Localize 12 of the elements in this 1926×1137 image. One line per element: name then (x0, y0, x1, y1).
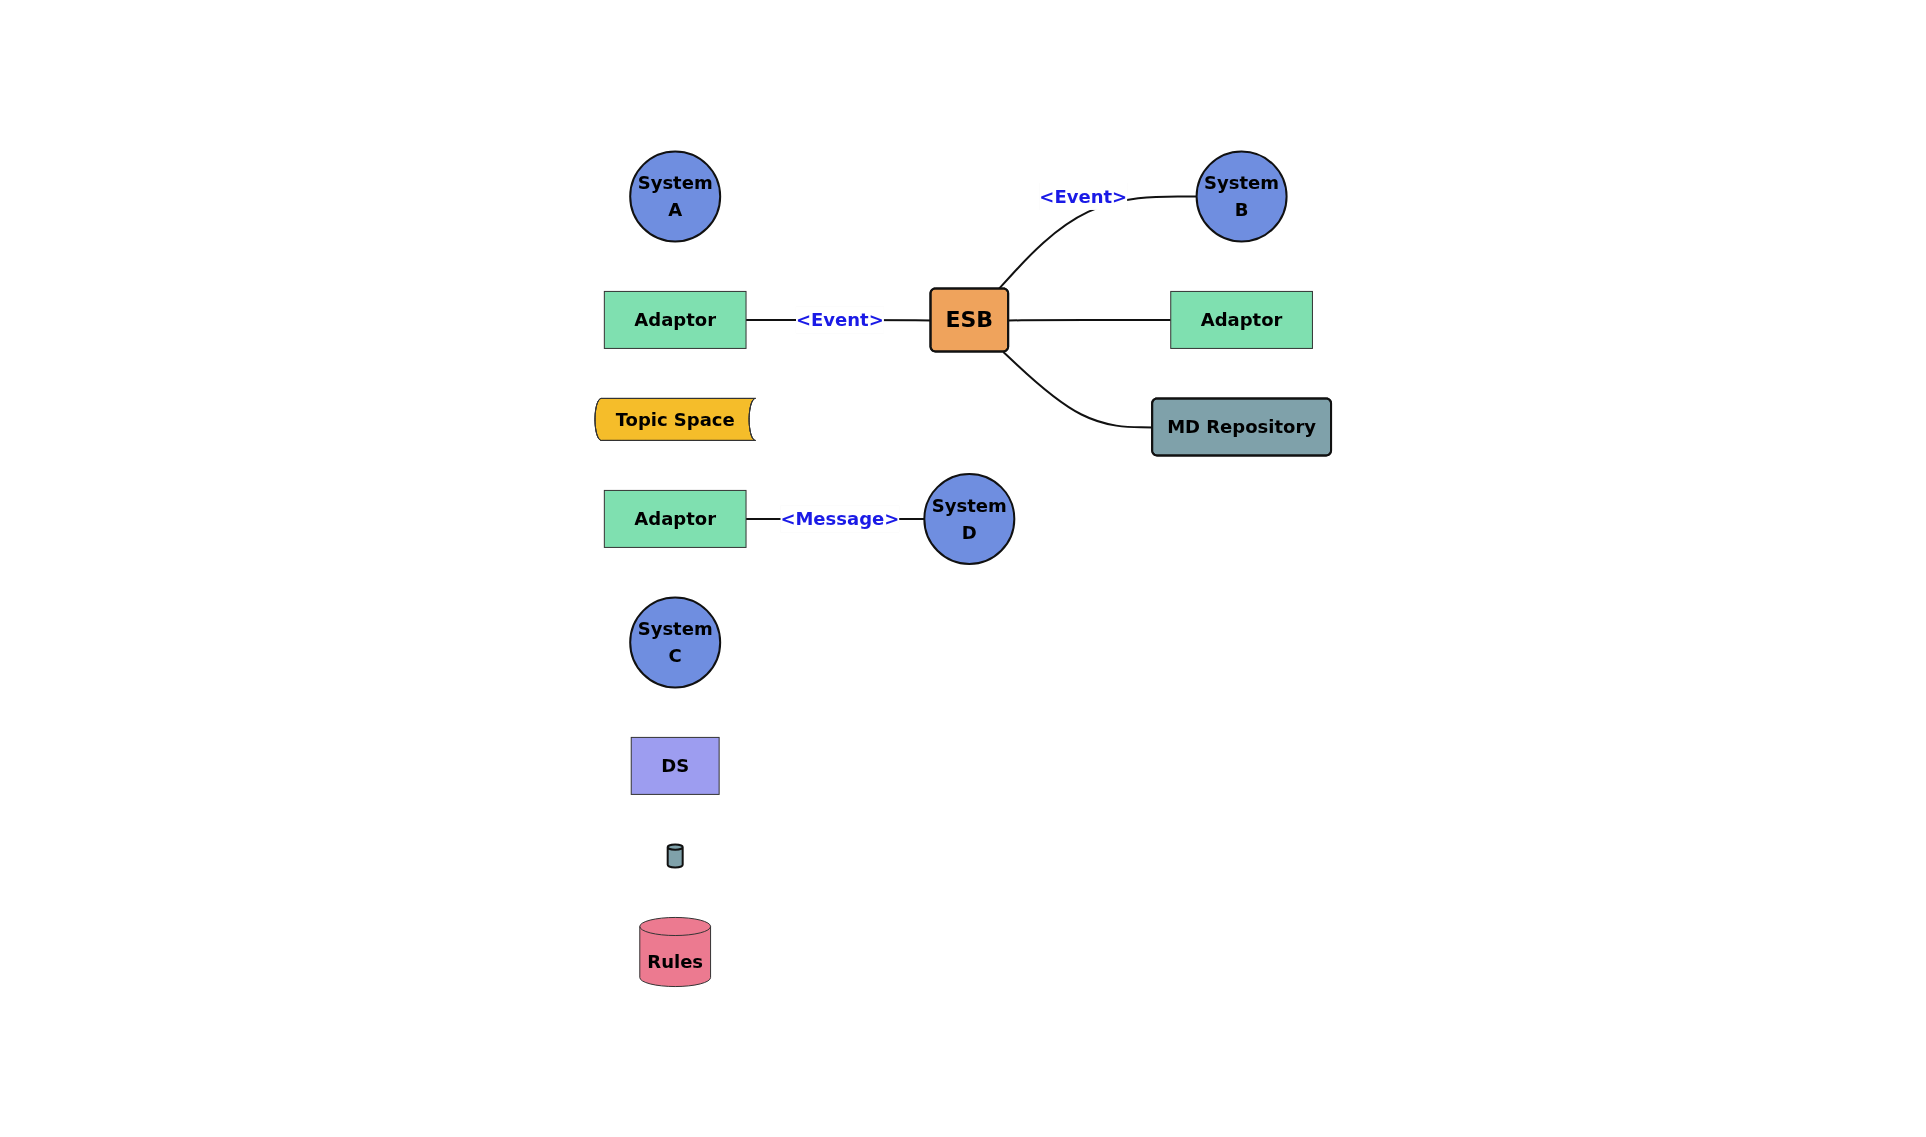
edge-label: <Event> (795, 308, 884, 330)
node-circle: System A (629, 149, 722, 242)
node-box: Adaptor (603, 290, 747, 349)
node-circle: System B (1195, 149, 1288, 242)
edge-label: <Message> (780, 507, 900, 529)
node-circle: System C (629, 595, 722, 688)
node-cylinder (666, 842, 684, 868)
node-box: Adaptor (603, 489, 747, 548)
edge-label: <Event> (1039, 185, 1128, 207)
node-box: Adaptor (1170, 290, 1313, 349)
node-circle: System D (923, 472, 1016, 565)
node-box: DS (630, 736, 720, 795)
